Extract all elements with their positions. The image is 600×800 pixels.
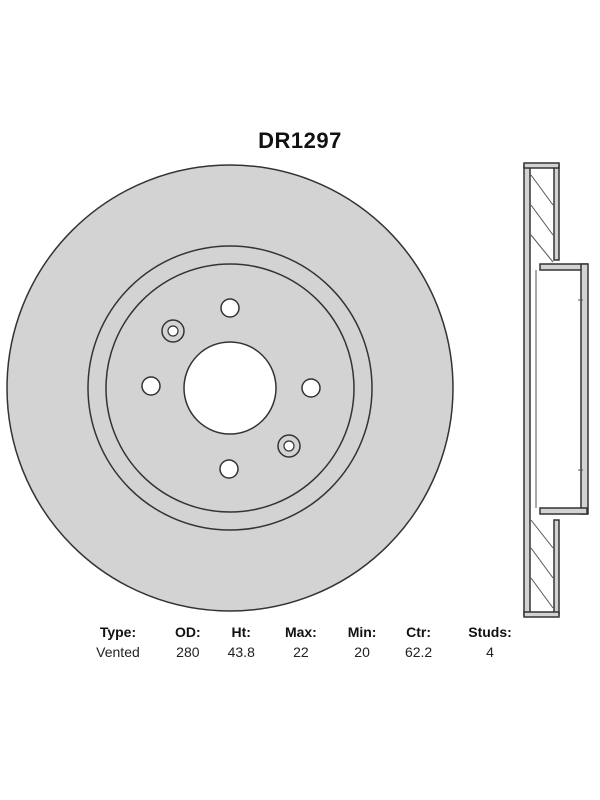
retaining-screw-lower [277, 434, 301, 458]
stud-hole-bottom [219, 459, 239, 479]
spec-header-type: Type: [99, 624, 137, 640]
part-number-title: DR1297 [258, 128, 342, 153]
spec-header-max: Max: [284, 624, 317, 640]
spec-header-od: OD: [175, 624, 201, 640]
rotor-front-view [6, 164, 454, 612]
spec-header-ctr: Ctr: [406, 624, 432, 640]
retaining-screw-upper [161, 319, 185, 343]
spec-value-row: Vented 280 43.8 22 20 62.2 4 [74, 642, 534, 662]
stud-hole-left [141, 376, 161, 396]
rotor-side-view [523, 162, 589, 618]
spec-header-ht: Ht: [231, 624, 251, 640]
spec-header-row: Type: OD: Ht: Max: Min: Ctr: Studs: [74, 622, 534, 642]
spec-value-type: Vented [96, 644, 140, 660]
spec-value-ctr: 62.2 [404, 644, 433, 660]
spec-value-min: 20 [354, 644, 370, 660]
spec-header-min: Min: [347, 624, 377, 640]
stud-hole-top [220, 298, 240, 318]
spec-table: Type: OD: Ht: Max: Min: Ctr: Studs: Vent… [74, 622, 534, 662]
stud-hole-right [301, 378, 321, 398]
spec-value-max: 22 [293, 644, 309, 660]
spec-header-studs: Studs: [468, 624, 512, 640]
center-bore [183, 341, 277, 435]
spec-value-ht: 43.8 [227, 644, 255, 660]
spec-value-studs: 4 [486, 644, 494, 660]
spec-value-od: 280 [176, 644, 200, 660]
